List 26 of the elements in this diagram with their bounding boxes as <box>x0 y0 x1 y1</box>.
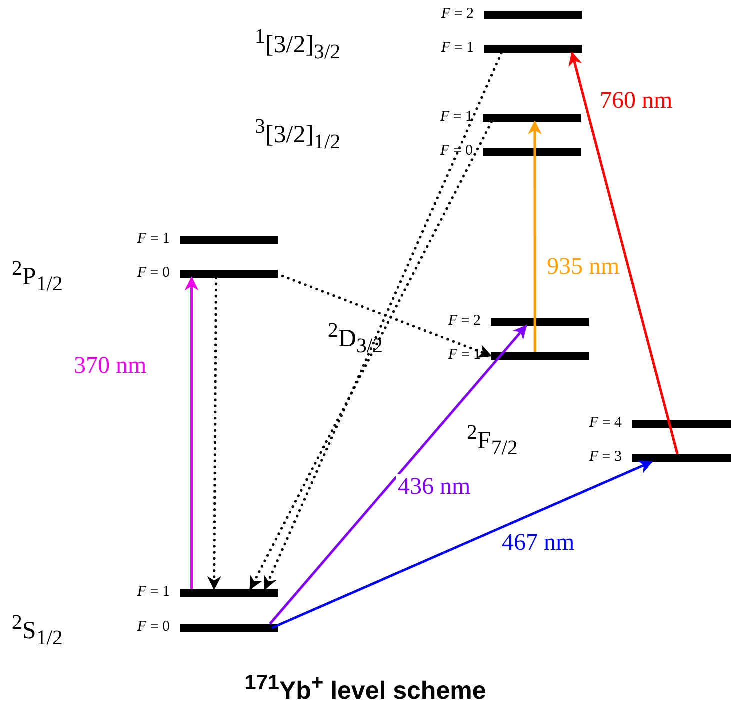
caption: $^{171}$Yb$^{+}$ level scheme <box>244 677 486 706</box>
term-symbol-label: $^{2}$P$_{1/2}$ <box>12 255 63 298</box>
quantum-number-label: F = 1 <box>440 108 473 126</box>
transition-arrow <box>272 460 654 630</box>
quantum-number-label: F = 2 <box>441 5 474 23</box>
term-symbol-label: $^{1}$[3/2]$_{3/2}$ <box>255 23 341 66</box>
quantum-number-label: F = 1 <box>137 230 170 248</box>
term-symbol-label: $^{3}$[3/2]$_{1/2}$ <box>255 113 341 156</box>
transition-arrow <box>568 52 679 454</box>
dotted-arrow <box>264 52 503 590</box>
dotted-arrow <box>207 276 222 590</box>
quantum-number-label: F = 0 <box>137 618 170 636</box>
term-symbol-label: $^{2}$D$_{3/2}$ <box>328 317 384 360</box>
quantum-number-label: F = 0 <box>137 264 170 282</box>
transition-arrow <box>269 324 528 625</box>
transition-arrow <box>528 120 542 352</box>
dotted-arrow <box>276 272 492 358</box>
quantum-number-label: F = 1 <box>441 39 474 57</box>
quantum-number-label: F = 2 <box>448 312 481 330</box>
transition-arrow <box>184 276 199 589</box>
term-symbol-label: $^{2}$F$_{7/2}$ <box>467 419 518 462</box>
quantum-number-label: F = 4 <box>589 414 622 432</box>
term-symbol-label: $^{2}$S$_{1/2}$ <box>12 609 63 652</box>
quantum-number-label: F = 1 <box>137 583 170 601</box>
dotted-arrow <box>249 120 494 590</box>
quantum-number-label: F = 3 <box>589 448 622 466</box>
